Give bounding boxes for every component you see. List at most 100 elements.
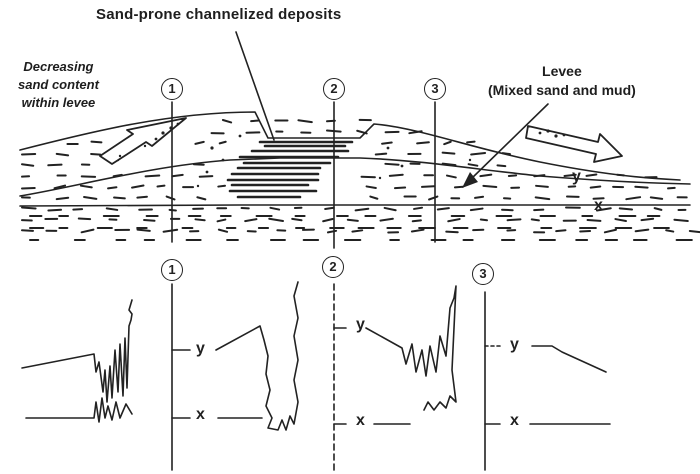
mud-dash [507,174,518,177]
mud-dash [555,229,567,233]
mud-dash [194,140,205,145]
cross-section [19,31,700,249]
mud-dash [379,217,394,222]
mud-dash [55,152,70,157]
mud-dash [268,217,285,222]
well-2-log-curve [365,285,457,411]
mud-dash [198,175,214,178]
mud-dash [470,151,487,156]
levee-leader-arrowhead [462,172,478,188]
well-1-y-label: y [196,340,205,357]
mud-dash [479,218,489,222]
mud-dash [250,119,261,123]
mud-dash [374,152,388,156]
mud-dash [346,218,359,222]
mud-dash [136,228,151,232]
mud-dash [445,230,459,234]
horizon-x-line [19,204,691,207]
section-x-label: x [594,197,603,214]
mud-dash [107,186,118,190]
mud-dash [614,218,627,223]
mud-dash [79,184,93,189]
mud-dash [217,184,226,188]
mud-dash [411,219,422,223]
mud-dash [55,196,70,201]
well-3-y-label: y [510,336,519,353]
mud-dash [413,206,424,210]
mud-dash [21,163,35,167]
mud-dash [441,162,457,167]
well-3-log-curve [531,345,607,373]
well-1-log-curve [21,299,133,403]
mud-dash [221,119,233,124]
mud-dash [625,196,642,201]
mud-dash [384,162,400,166]
mud-dash [381,141,393,145]
mud-dash [530,218,540,222]
mud-dash [428,195,439,201]
mud-dash [563,173,577,177]
mud-dash [467,163,479,167]
mud-dash [421,185,435,188]
mud-dash [21,229,34,232]
horizon-y-line [19,157,691,197]
mud-dash [326,229,338,234]
levee-label: Levee (Mixed sand and mud) [488,62,636,100]
mud-dash [136,195,148,199]
decreasing-sand-arrow [99,117,187,165]
levee-label-leader [469,103,549,181]
mud-dash [474,195,485,199]
mud-dash [445,174,457,179]
mud-dash [269,206,281,211]
channel-label-leader [235,31,275,141]
mud-dash [383,206,397,212]
mud-dash [653,207,663,211]
levee-surface [19,111,681,181]
mud-dash [592,197,605,200]
mud-dash [482,184,498,188]
mud-dash [143,219,156,222]
mud-dash [634,185,649,189]
well-1-marker-log: 1 [161,259,183,281]
well-2-marker-log: 2 [322,256,344,278]
well-1-log-lower [25,397,133,423]
mud-dash [640,217,655,222]
mud-dash [113,196,126,200]
decreasing-line-1: Decreasing [23,59,94,74]
mud-dash [634,228,650,233]
mud-dash [354,207,370,212]
mud-dash [649,196,664,200]
levee-line-1: Levee [542,63,582,79]
mud-dash [297,119,313,124]
mud-dash [53,184,67,190]
mud-dash [105,207,119,211]
well-2-x-label: x [356,412,365,429]
mud-dash [589,185,602,189]
mud-dash [216,218,227,223]
mud-dash [112,173,123,178]
mud-dash [665,229,675,233]
mud-dash [77,217,92,221]
mud-dash [410,228,425,233]
well-3-marker-top: 3 [424,78,446,100]
mud-dash [535,184,549,188]
well-3-x-label: x [510,412,519,429]
mud-dash [47,163,63,167]
mud-dash [194,218,206,222]
mud-dash [667,186,676,190]
mud-dash [436,207,450,211]
mud-dash [80,228,95,234]
mud-dash [618,207,634,211]
mud-dash [443,140,452,146]
mud-dash [673,218,689,222]
mud-dash [244,218,258,223]
decreasing-sand-label: Decreasing sand content within levee [18,58,99,112]
mud-dash [585,173,598,177]
mud-dash [90,140,103,144]
mud-dash [466,140,476,144]
mud-dash [595,207,612,212]
mud-dash [586,219,602,222]
well-log-3 [484,291,611,471]
